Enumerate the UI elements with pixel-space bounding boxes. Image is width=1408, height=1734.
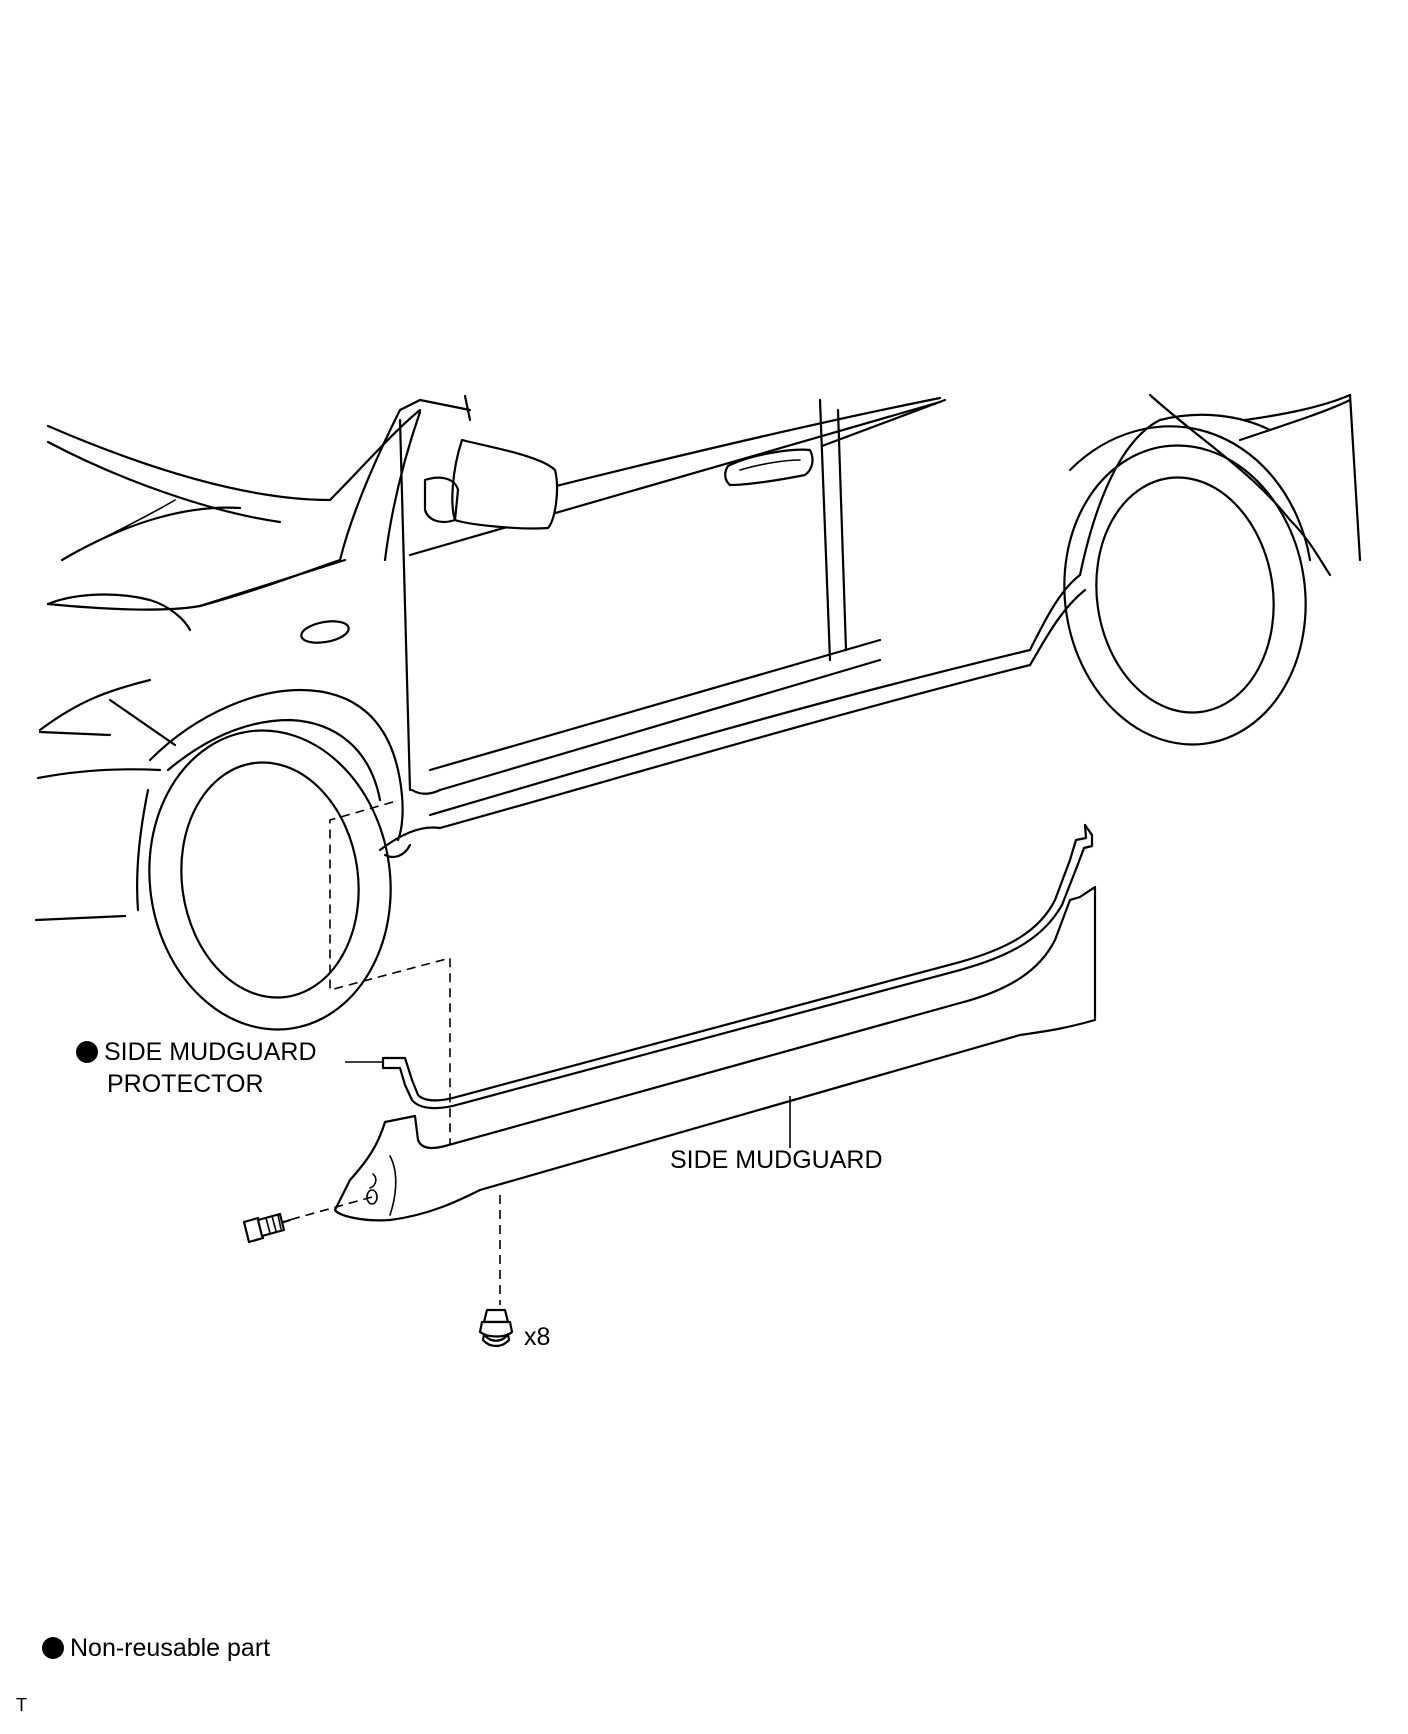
corner-mark: T [16, 1690, 27, 1720]
side-mudguard-protector-label-line2: PROTECTOR [107, 1070, 264, 1098]
side-mudguard-protector-label-line1: SIDE MUDGUARD [104, 1038, 317, 1066]
screw-fastener [242, 1212, 292, 1244]
non-reusable-bullet-icon [76, 1041, 98, 1063]
side-mudguard-part [333, 885, 1097, 1222]
legend-text: Non-reusable part [70, 1634, 271, 1662]
vehicle-illustration [34, 393, 1362, 1031]
side-mudguard-label: SIDE MUDGUARD [670, 1145, 883, 1175]
quantity-label: x8 [524, 1322, 550, 1352]
side-mudguard-label-text: SIDE MUDGUARD [670, 1146, 883, 1174]
quantity-label-text: x8 [524, 1323, 551, 1351]
clip-fastener [478, 1308, 514, 1348]
installation-guide-lines [281, 801, 501, 1305]
leader-lines [345, 1061, 791, 1148]
corner-mark-text: T [16, 1695, 27, 1715]
side-mudguard-protector-label-line2-box: PROTECTOR [107, 1069, 264, 1099]
legend-bullet-icon [42, 1637, 64, 1659]
side-mudguard-protector-part [381, 823, 1094, 1110]
side-mudguard-protector-label: SIDE MUDGUARD [76, 1037, 317, 1067]
legend: Non-reusable part [42, 1633, 270, 1663]
